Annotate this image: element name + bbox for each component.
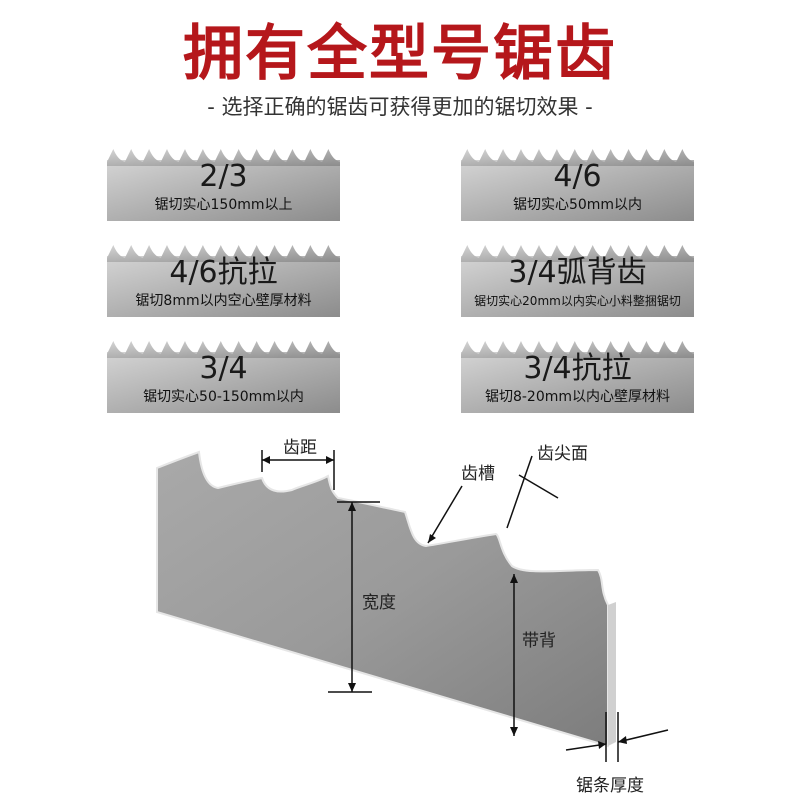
blade-description: 锯切实心20mm以内实心小料整捆锯切	[474, 294, 681, 308]
blade-description: 锯切实心50mm以内	[512, 197, 643, 213]
blade-description: 锯切8mm以内空心壁厚材料	[135, 293, 312, 309]
blade-tooth-type: 3/4弧背齿	[508, 255, 647, 290]
blade-tooth-type: 2/3	[199, 159, 248, 194]
page-title: 拥有全型号锯齿	[183, 19, 617, 89]
label-pitch: 齿距	[283, 438, 317, 458]
blade-card-2: 4/6 锯切实心50mm以内	[461, 146, 694, 221]
blade-card-1: 2/3 锯切实心150mm以上	[107, 146, 340, 221]
blade-card-3: 4/6抗拉 锯切8mm以内空心壁厚材料	[107, 242, 340, 317]
blade-tooth-type: 4/6抗拉	[169, 255, 278, 290]
blade-card-6: 3/4抗拉 锯切8-20mm以内心壁厚材料	[461, 338, 694, 413]
blade-description: 锯切实心150mm以上	[154, 197, 293, 213]
blade-tooth-type: 3/4	[199, 351, 248, 386]
blade-description: 锯切8-20mm以内心壁厚材料	[484, 389, 671, 405]
blade-tooth-type: 3/4抗拉	[523, 351, 632, 386]
page-subtitle: - 选择正确的锯齿可获得更加的锯切效果 -	[207, 95, 593, 119]
blade-diagram: 齿距 齿槽 齿尖面 宽度 带背 锯条厚度	[0, 430, 800, 800]
blade-diagram-illustration	[156, 450, 669, 762]
label-tooth-face: 齿尖面	[537, 444, 588, 464]
label-thickness: 锯条厚度	[576, 776, 644, 796]
label-gullet: 齿槽	[461, 464, 495, 484]
label-width: 宽度	[362, 593, 396, 613]
blade-description: 锯切实心50-150mm以内	[143, 389, 304, 405]
label-back: 带背	[522, 631, 556, 651]
blade-tooth-type: 4/6	[553, 159, 602, 194]
blade-card-5: 3/4 锯切实心50-150mm以内	[107, 338, 340, 413]
blade-card-4: 3/4弧背齿 锯切实心20mm以内实心小料整捆锯切	[461, 242, 694, 317]
